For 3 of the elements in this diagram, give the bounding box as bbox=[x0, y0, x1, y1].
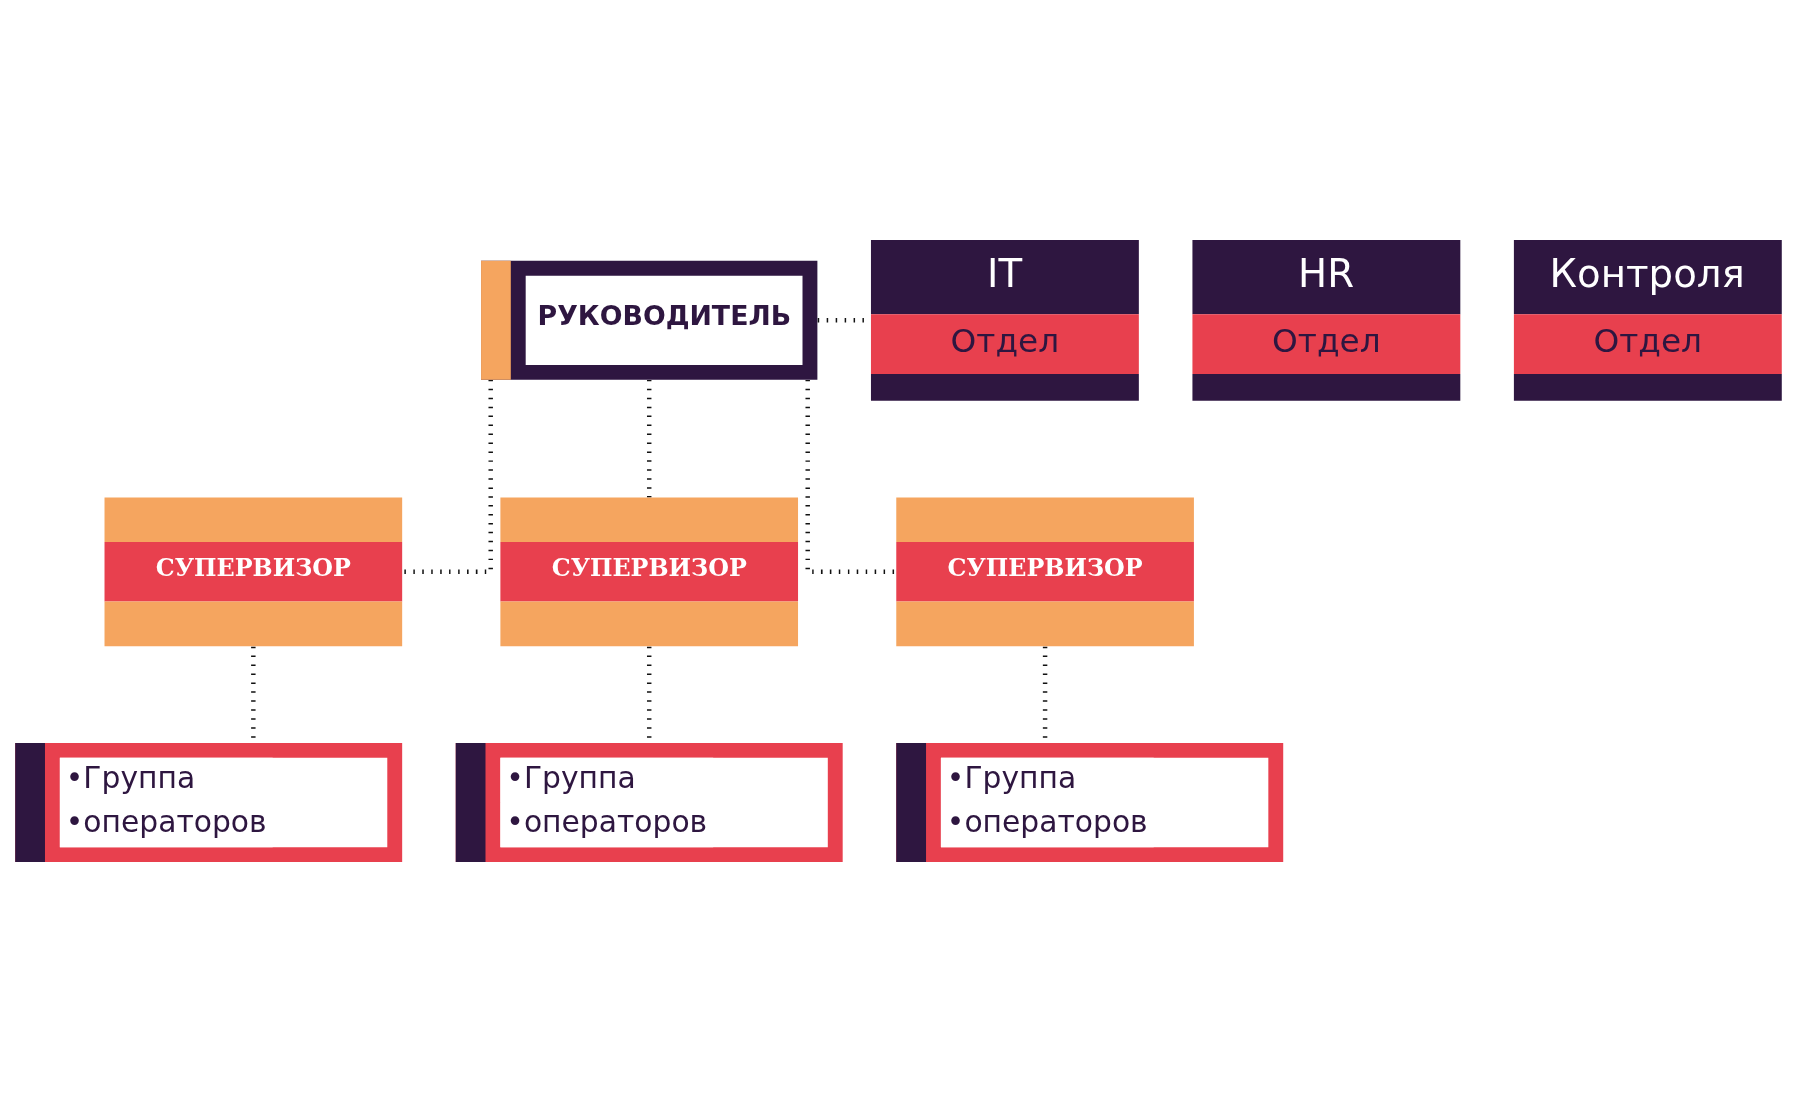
connector bbox=[646, 379, 651, 497]
connector bbox=[805, 379, 896, 574]
connector bbox=[401, 379, 493, 574]
